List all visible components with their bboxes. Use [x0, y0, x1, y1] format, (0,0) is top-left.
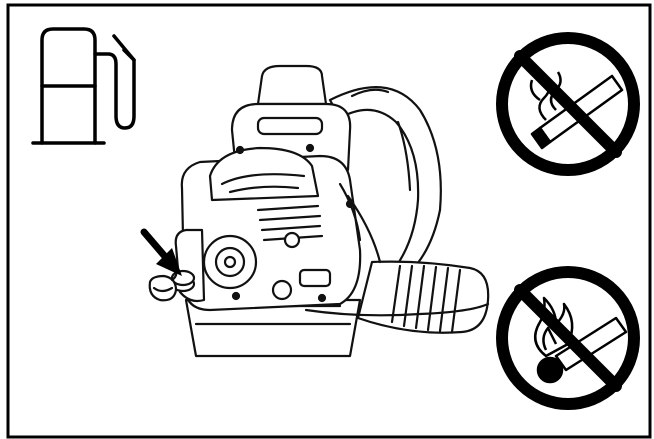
no-open-flame-icon	[502, 272, 634, 404]
no-smoking-icon	[502, 38, 634, 170]
